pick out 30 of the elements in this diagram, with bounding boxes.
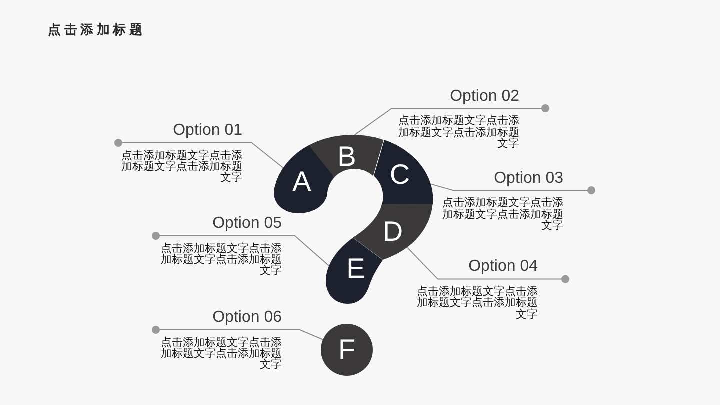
leader-line [152,326,324,340]
leader-line [114,139,284,169]
option-title: Option 06 [212,309,282,327]
leader-line [354,104,550,136]
option-text: 点击添加标题文字点击添加标题文字点击添加标题文字 [160,244,282,278]
letter: E [346,254,366,284]
question-mark-segment [326,238,383,304]
option-title: Option 04 [468,258,538,276]
question-mark-segment [374,140,433,205]
letter: F [338,335,356,365]
letter: D [382,217,404,247]
leader-line [152,232,330,267]
option-text: 点击添加标题文字点击添加标题文字点击添加标题文字 [398,116,520,150]
letter: B [338,142,356,172]
leader-line [430,184,596,194]
option-title: Option 03 [494,170,564,188]
circle [321,324,373,376]
letter: A [292,166,312,197]
option-text: 点击添加标题文字点击添加标题文字点击添加标题文字 [160,338,282,372]
letter: C [390,160,410,190]
option-text: 点击添加标题文字点击添加标题文字点击添加标题文字 [416,287,538,322]
option-title: Option 02 [450,88,520,106]
option-title: Option 01 [173,122,242,140]
option-title: Option 05 [212,215,282,233]
question-mark-segment [274,145,335,214]
title: 点击添加标题 [48,21,146,39]
leader-line [406,246,570,284]
option-text: 点击添加标题文字点击添加标题文字点击添加标题文字 [120,150,242,185]
question-mark-segment [353,204,433,260]
option-text: 点击添加标题文字点击添加标题文字点击添加标题文字 [442,198,564,232]
